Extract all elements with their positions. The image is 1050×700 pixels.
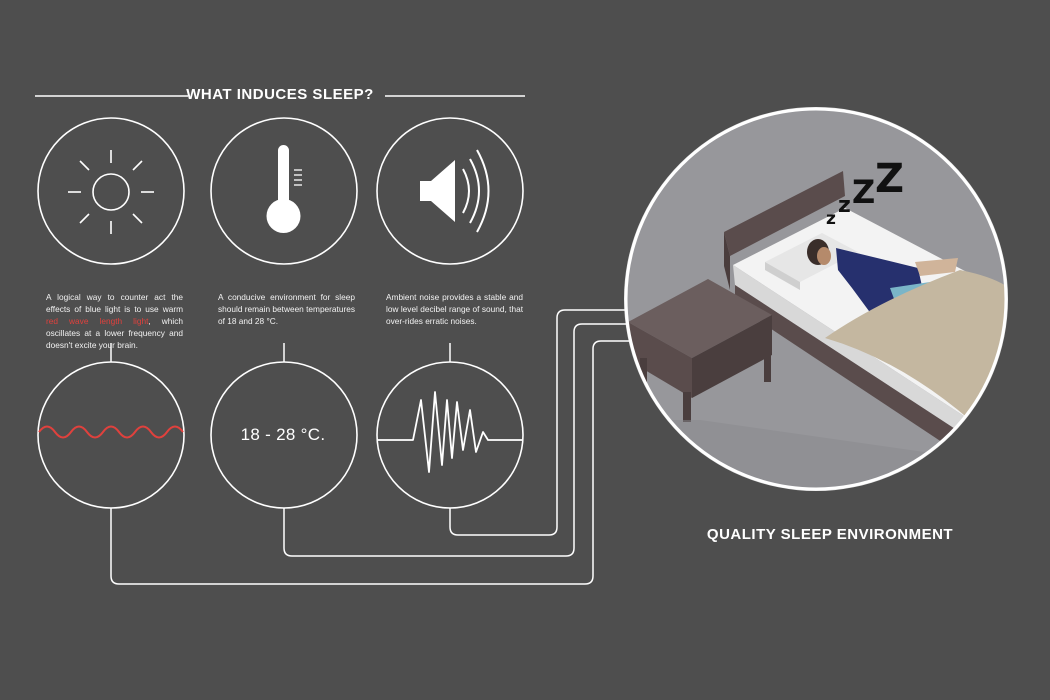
snore-letters: z z Z Z [826, 156, 904, 229]
speaker-icon [420, 149, 490, 233]
snore-letter: Z [875, 156, 904, 202]
temperature-factor-circle [210, 117, 358, 265]
connector-lines [110, 309, 650, 585]
sleep-scene [626, 109, 1006, 489]
snore-letter: z [826, 209, 836, 229]
red-wave-circle [37, 361, 185, 509]
light-description-text-end: , which oscillates at a lower frequency … [46, 316, 183, 350]
page-title: WHAT INDUCES SLEEP? [186, 86, 374, 103]
light-factor-circle [37, 117, 185, 265]
sleep-environment-label: QUALITY SLEEP ENVIRONMENT [706, 526, 954, 543]
light-description-text: A logical way to counter act the effects… [46, 292, 183, 314]
noise-description: Ambient noise provides a stable and low … [386, 292, 523, 326]
snore-letter: z [838, 193, 851, 218]
red-wave-graphic [38, 425, 184, 439]
thermometer-icon [266, 145, 302, 233]
temperature-range-value: 18 - 28 °C. [240, 425, 326, 444]
temperature-description: A conducive environment for sleep should… [218, 292, 355, 326]
snore-letter: Z [852, 173, 875, 211]
noise-factor-circle [376, 117, 524, 265]
red-wave-highlight: red wave length light [46, 316, 149, 326]
sun-icon [68, 150, 154, 234]
scene-circle-border [624, 107, 1008, 491]
sound-waveform-graphic [377, 391, 523, 473]
light-description: A logical way to counter act the effects… [46, 291, 183, 351]
